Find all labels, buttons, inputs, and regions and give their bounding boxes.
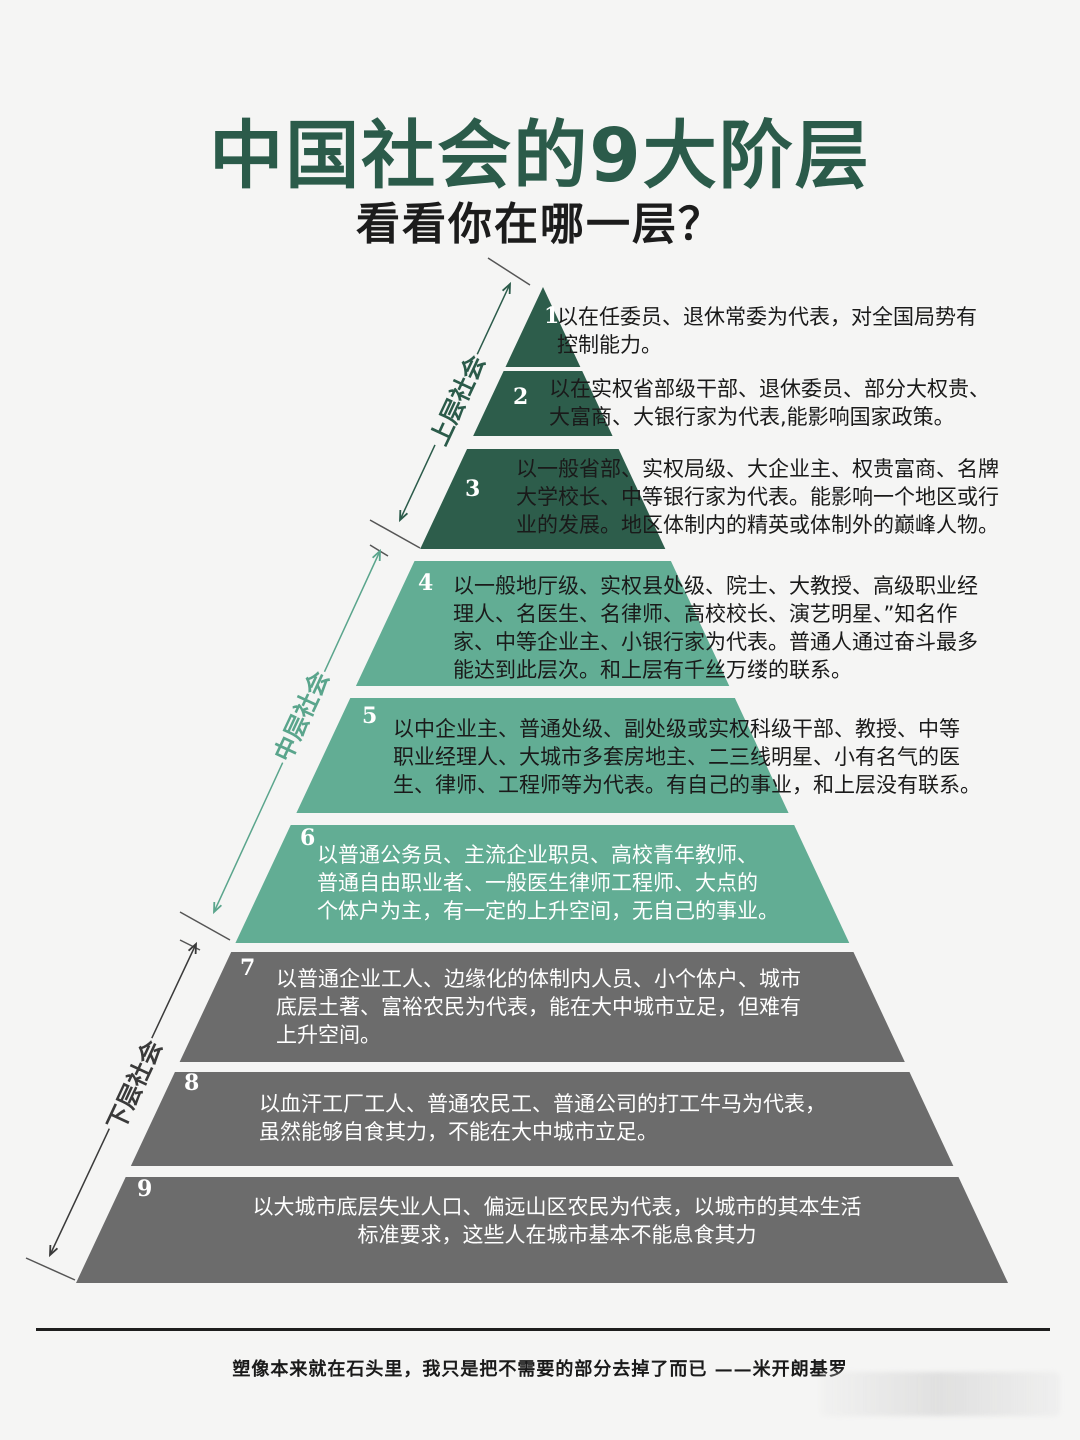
level-6-text-line: 普通自由职业者、一般医生律师工程师、大点的 xyxy=(317,871,758,895)
level-number-5: 5 xyxy=(362,703,377,729)
footer-divider xyxy=(36,1328,1050,1331)
bracket-label-bg xyxy=(97,1032,171,1138)
watermark xyxy=(820,1372,1060,1416)
footer-quote: 塑像本来就在石头里，我只是把不需要的部分去掉了而已 ——米开朗基罗 xyxy=(232,1359,848,1380)
level-number-4: 4 xyxy=(418,570,433,596)
level-8-text-line: 虽然能够自食其力，不能在大中城市立足。 xyxy=(259,1120,658,1144)
page-title: 中国社会的9大阶层 xyxy=(209,113,871,199)
level-5-text-line: 以中企业主、普通处级、副处级或实权科级干部、教授、中等 xyxy=(393,717,960,741)
level-6-text-line: 个体户为主，有一定的上升空间，无自己的事业。 xyxy=(317,899,779,923)
bracket-tick xyxy=(369,519,421,549)
level-4-text-line: 家、中等企业主、小银行家为代表。普通人通过奋斗最多 xyxy=(453,630,978,654)
bracket-tick xyxy=(369,544,389,557)
level-9-text-line: 标准要求，这些人在城市基本不能息食其力 xyxy=(358,1223,757,1247)
level-1-text-line: 以在任委员、退休常委为代表，对全国局势有 xyxy=(557,305,977,329)
bracket-tick xyxy=(179,911,231,941)
level-9-text-line: 以大城市底层失业人口、偏远山区农民为代表，以城市的其本生活 xyxy=(253,1195,862,1219)
arrowhead-icon xyxy=(49,1244,59,1258)
arrowhead-icon xyxy=(187,941,197,955)
level-number-9: 9 xyxy=(137,1176,152,1202)
level-8-text-line: 以血汗工厂工人、普通农民工、普通公司的打工牛马为代表， xyxy=(259,1092,826,1116)
level-4-text-line: 理人、名医生、名律师、高校校长、演艺明星、”知名作 xyxy=(453,602,957,626)
level-4-text-line: 以一般地厅级、实权县处级、院士、大教授、高级职业经 xyxy=(453,574,978,598)
arrowhead-icon xyxy=(213,901,222,915)
level-7-text-line: 以普通企业工人、边缘化的体制内人员、小个体户、城市 xyxy=(276,967,801,991)
level-number-1: 1 xyxy=(544,303,559,329)
level-3-text-line: 以一般省部、实权局级、大企业主、权贵富商、名牌 xyxy=(516,457,999,481)
pyramid-band-5 xyxy=(296,698,789,813)
level-number-3: 3 xyxy=(465,476,480,502)
level-7-text-line: 底层土著、富裕农民为代表，能在大中城市立足，但难有 xyxy=(276,995,801,1019)
pyramid-band-4 xyxy=(355,561,730,686)
bracket-tick xyxy=(487,257,531,286)
level-7-text-line: 上升空间。 xyxy=(276,1023,381,1047)
level-number-8: 8 xyxy=(184,1070,199,1096)
pyramid-band-8 xyxy=(130,1072,954,1166)
level-number-6: 6 xyxy=(300,825,315,851)
level-number-2: 2 xyxy=(513,384,528,410)
level-4-text-line: 能达到此层次。和上层有千丝万缕的联系。 xyxy=(453,658,852,682)
bracket-label-bg xyxy=(264,663,338,769)
bracket-label-bg xyxy=(420,347,494,453)
pyramid-band-1 xyxy=(505,287,581,367)
pyramid-band-7 xyxy=(179,952,905,1062)
level-2-text-line: 以在实权省部级干部、退休委员、部分大权贵、 xyxy=(549,377,990,401)
arrowhead-icon xyxy=(399,509,409,523)
level-5-text-line: 职业经理人、大城市多套房地主、二三线明星、小有名气的医 xyxy=(393,745,960,769)
pyramid-band-3 xyxy=(420,449,666,549)
level-2-text-line: 大富商、大银行家为代表,能影响国家政策。 xyxy=(549,405,955,429)
level-1-text-line: 控制能力。 xyxy=(557,333,662,357)
arrowhead-icon xyxy=(501,281,511,295)
pyramid-band-2 xyxy=(473,371,613,436)
level-5-text-line: 生、律师、工程师等为代表。有自己的事业，和上层没有联系。 xyxy=(393,773,981,797)
level-3-text-line: 业的发展。地区体制内的精英或体制外的巅峰人物。 xyxy=(516,513,999,537)
pyramid-band-9 xyxy=(76,1177,1008,1283)
level-number-7: 7 xyxy=(240,955,255,981)
bracket-tick xyxy=(25,1257,76,1281)
level-3-text-line: 大学校长、中等银行家为代表。能影响一个地区或行 xyxy=(516,485,999,509)
level-6-text-line: 以普通公务员、主流企业职员、高校青年教师、 xyxy=(317,843,758,867)
pyramid-band-6 xyxy=(235,825,850,943)
arrowhead-icon xyxy=(372,548,381,562)
page-subtitle: 看看你在哪一层？ xyxy=(356,199,724,250)
